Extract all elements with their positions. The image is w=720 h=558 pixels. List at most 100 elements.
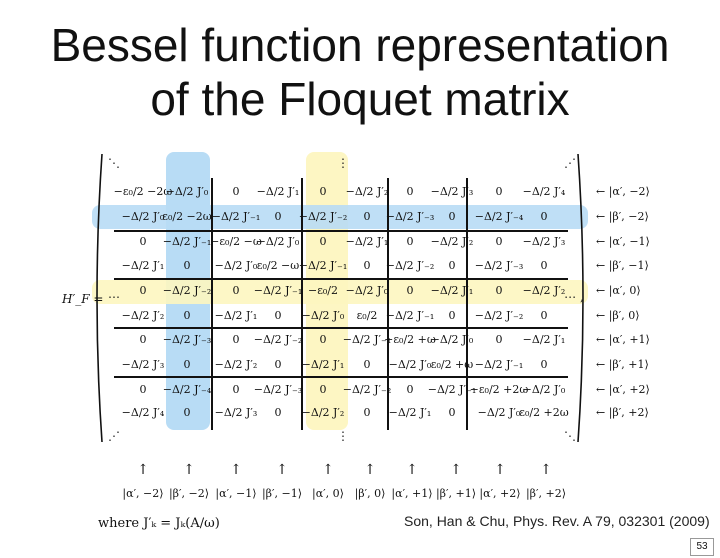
grid-vline-3 <box>387 178 389 430</box>
row-label: ← |β′, +1⟩ <box>596 358 649 371</box>
matrix-cell: −Δ/2 J′₁ <box>345 235 389 248</box>
column-label: |β′, +2⟩ <box>525 487 567 500</box>
matrix-cell: 0 <box>232 185 240 198</box>
matrix-cell: −Δ/2 J′₂ <box>345 185 389 198</box>
matrix-cell: 0 <box>274 309 282 322</box>
column-arrow: ↑ <box>540 462 552 478</box>
column-arrow: ↑ <box>322 462 334 478</box>
left-paren <box>96 153 103 443</box>
dots-bottom-left: ⋰ <box>108 429 120 443</box>
column-arrow: ↑ <box>364 462 376 478</box>
matrix-cell: −Δ/2 J′₀ <box>301 309 345 322</box>
matrix-cell: −Δ/2 J′₀ <box>256 235 300 248</box>
column-arrow: ↑ <box>230 462 242 478</box>
row-label: ← |α′, +1⟩ <box>596 333 650 346</box>
grid-hline-2 <box>114 278 568 280</box>
matrix-cell: −Δ/2 J′₋₁ <box>253 284 303 297</box>
matrix-cell: 0 <box>319 185 327 198</box>
bessel-footnote: where J′ₖ = Jₖ(A/ω) <box>98 516 220 531</box>
matrix-cell: −Δ/2 J′₋₃ <box>162 333 212 346</box>
grid-vline-1 <box>211 178 213 430</box>
matrix-cell: −Δ/2 J′₋₁ <box>162 235 212 248</box>
yellow-row-highlight <box>92 280 588 304</box>
matrix-cell: −Δ/2 J′₄ <box>121 406 165 419</box>
matrix-cell: −Δ/2 J′₁ <box>256 185 300 198</box>
matrix-cell: 0 <box>495 333 503 346</box>
dots-mid-right: ⋯ , <box>564 290 584 304</box>
matrix-cell: 0 <box>232 333 240 346</box>
matrix-cell: 0 <box>319 383 327 396</box>
matrix-cell: −ε₀/2 −2ω <box>113 185 173 198</box>
matrix-cell: 0 <box>274 210 282 223</box>
matrix-cell: −Δ/2 J′₂ <box>522 284 566 297</box>
matrix-cell: 0 <box>139 284 147 297</box>
matrix-cell: ε₀/2 +ω <box>430 358 474 371</box>
matrix-cell: 0 <box>406 235 414 248</box>
matrix-cell: 0 <box>274 358 282 371</box>
matrix-cell: 0 <box>319 333 327 346</box>
column-arrow: ↑ <box>137 462 149 478</box>
row-label: ← |β′, +2⟩ <box>596 406 649 419</box>
title-line-2: of the Floquet matrix <box>150 73 570 125</box>
matrix-cell: −Δ/2 J′₂ <box>301 406 345 419</box>
matrix-label: H′_F = <box>62 292 104 306</box>
matrix-cell: 0 <box>363 210 371 223</box>
dots-top-left: ⋱ <box>108 156 120 170</box>
matrix-cell: −Δ/2 J′₀ <box>165 185 209 198</box>
matrix-cell: 0 <box>363 259 371 272</box>
grid-hline-3 <box>114 327 568 329</box>
column-label: |β′, −2⟩ <box>168 487 210 500</box>
column-label: |α′, −2⟩ <box>122 487 164 500</box>
matrix-cell: 0 <box>406 383 414 396</box>
column-label: |β′, −1⟩ <box>261 487 303 500</box>
matrix-cell: −Δ/2 J′₁ <box>522 333 566 346</box>
grid-vline-2 <box>301 178 303 430</box>
column-label: |β′, +1⟩ <box>435 487 477 500</box>
row-label: ← |β′, −2⟩ <box>596 210 649 223</box>
matrix-cell: −Δ/2 J′₋₂ <box>162 284 212 297</box>
matrix-cell: 0 <box>448 259 456 272</box>
row-label: ← |α′, −1⟩ <box>596 235 650 248</box>
matrix-cell: −ε₀/2 <box>307 284 339 297</box>
matrix-cell: −Δ/2 J′₁ <box>388 406 432 419</box>
matrix-cell: −Δ/2 J′₁ <box>430 284 474 297</box>
matrix-cell: −Δ/2 J′₋₁ <box>474 358 524 371</box>
citation: Son, Han & Chu, Phys. Rev. A 79, 032301 … <box>404 513 710 529</box>
matrix-cell: 0 <box>406 185 414 198</box>
dots-bottom-center: ⋮ <box>337 429 349 443</box>
matrix-cell: −Δ/2 J′₂ <box>214 358 258 371</box>
column-label: |β′, 0⟩ <box>354 487 386 500</box>
matrix-cell: −Δ/2 J′₋₁ <box>385 309 435 322</box>
matrix-cell: −Δ/2 J′₀ <box>388 358 432 371</box>
matrix-cell: −Δ/2 J′₃ <box>430 185 474 198</box>
matrix-cell: −Δ/2 J′₁ <box>301 358 345 371</box>
matrix-cell: 0 <box>540 358 548 371</box>
matrix-cell: −ε₀/2 +2ω <box>469 383 529 396</box>
matrix-cell: 0 <box>363 406 371 419</box>
matrix-cell: 0 <box>183 406 191 419</box>
matrix-cell: −Δ/2 J′₋₃ <box>385 210 435 223</box>
column-label: |α′, −1⟩ <box>215 487 257 500</box>
grid-vline-4 <box>466 178 468 430</box>
row-label: ← |α′, +2⟩ <box>596 383 650 396</box>
matrix-cell: −Δ/2 J′₁ <box>214 309 258 322</box>
matrix-cell: 0 <box>540 309 548 322</box>
matrix-cell: −Δ/2 J′₀ <box>214 259 258 272</box>
matrix-cell: 0 <box>319 235 327 248</box>
matrix-cell: 0 <box>183 259 191 272</box>
dots-bottom-right: ⋱ <box>564 429 576 443</box>
column-arrow: ↑ <box>276 462 288 478</box>
matrix-cell: 0 <box>363 358 371 371</box>
matrix-cell: 0 <box>540 259 548 272</box>
matrix-cell: −Δ/2 J′₋₁ <box>342 333 392 346</box>
row-label: ← |α′, −2⟩ <box>596 185 650 198</box>
matrix-cell: 0 <box>139 383 147 396</box>
matrix-cell: 0 <box>232 383 240 396</box>
matrix-cell: −Δ/2 J′₃ <box>214 406 258 419</box>
matrix-cell: −Δ/2 J′₀ <box>345 284 389 297</box>
matrix-cell: −ε₀/2 +ω <box>384 333 436 346</box>
matrix-cell: 0 <box>448 406 456 419</box>
matrix-cell: −Δ/2 J′₋₄ <box>162 383 212 396</box>
matrix-cell: −Δ/2 J′₋₁ <box>298 259 348 272</box>
matrix-cell: 0 <box>495 185 503 198</box>
